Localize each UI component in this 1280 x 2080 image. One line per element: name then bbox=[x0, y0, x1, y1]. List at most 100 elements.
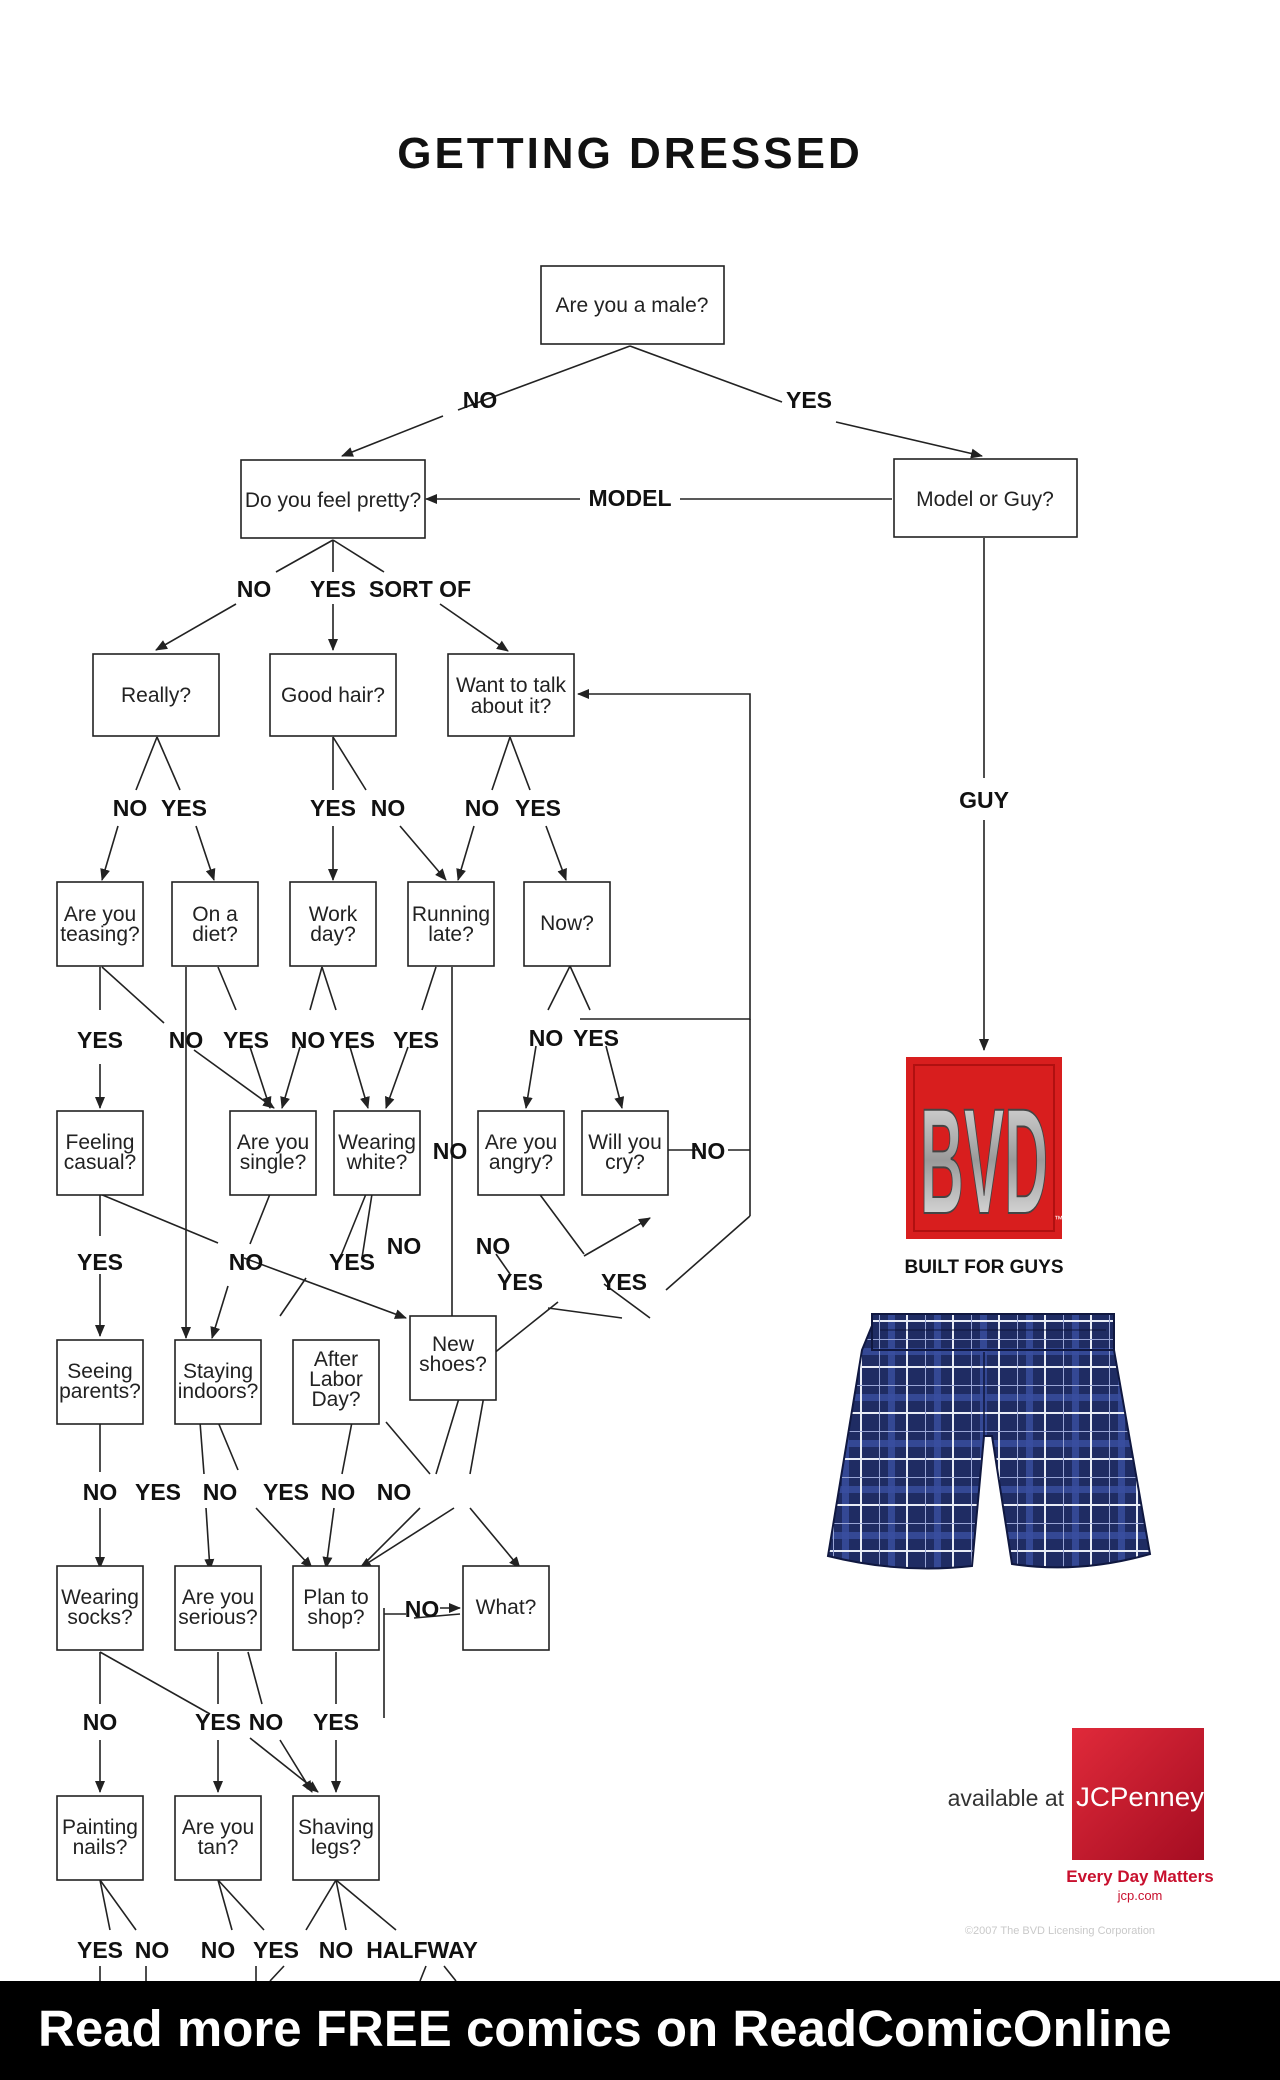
svg-text:Are you: Are you bbox=[182, 1816, 254, 1839]
node-model-or-guy: Model or Guy? bbox=[893, 458, 1078, 538]
jcp-site: jcp.com bbox=[1117, 1888, 1163, 1903]
node-want-to-talk: Want to talk about it? bbox=[447, 653, 575, 737]
svg-text:diet?: diet? bbox=[192, 923, 238, 946]
label-yes: YES bbox=[253, 1937, 299, 1963]
svg-text:Labor: Labor bbox=[309, 1368, 363, 1391]
label-sort-of: SORT OF bbox=[369, 576, 471, 602]
label-no: NO bbox=[249, 1709, 284, 1735]
node-painting-nails: Painting nails? bbox=[56, 1795, 144, 1881]
node-seeing-parents: Seeing parents? bbox=[56, 1339, 144, 1425]
svg-text:Do you feel pretty?: Do you feel pretty? bbox=[245, 489, 421, 512]
label-yes: YES bbox=[310, 795, 356, 821]
label-yes: YES bbox=[313, 1709, 359, 1735]
svg-text:On a: On a bbox=[192, 903, 238, 926]
label-yes: YES bbox=[573, 1025, 619, 1051]
node-now: Now? bbox=[523, 881, 611, 967]
svg-text:Are you: Are you bbox=[182, 1586, 254, 1609]
svg-text:white?: white? bbox=[346, 1151, 408, 1174]
svg-text:socks?: socks? bbox=[67, 1606, 132, 1629]
label-no: NO bbox=[113, 795, 148, 821]
node-running-late: Running late? bbox=[407, 881, 495, 967]
svg-text:JCPenney: JCPenney bbox=[1076, 1782, 1205, 1812]
label-yes: YES bbox=[786, 387, 832, 413]
svg-text:What?: What? bbox=[476, 1596, 537, 1619]
svg-text:teasing?: teasing? bbox=[60, 923, 139, 946]
boxer-shorts-image bbox=[826, 1313, 1152, 1570]
node-male: Are you a male? bbox=[540, 265, 725, 345]
node-are-you-serious: Are you serious? bbox=[174, 1565, 262, 1651]
svg-text:Are you: Are you bbox=[64, 903, 136, 926]
label-yes: YES bbox=[329, 1027, 375, 1053]
label-no: NO bbox=[83, 1709, 118, 1735]
label-model: MODEL bbox=[588, 485, 671, 511]
label-no: NO bbox=[433, 1138, 468, 1164]
node-single: Are you single? bbox=[229, 1110, 317, 1196]
node-angry: Are you angry? bbox=[477, 1110, 565, 1196]
label-no: NO bbox=[169, 1027, 204, 1053]
label-no: NO bbox=[321, 1479, 356, 1505]
svg-text:Wearing: Wearing bbox=[61, 1586, 139, 1609]
label-no: NO bbox=[83, 1479, 118, 1505]
svg-text:single?: single? bbox=[240, 1151, 307, 1174]
node-pretty: Do you feel pretty? bbox=[240, 459, 426, 539]
svg-text:about it?: about it? bbox=[471, 695, 552, 718]
label-no: NO bbox=[377, 1479, 412, 1505]
node-good-hair: Good hair? bbox=[269, 653, 397, 737]
bvd-logo: BVD ™ bbox=[906, 1057, 1063, 1246]
jcp-slogan: Every Day Matters bbox=[1066, 1867, 1213, 1886]
svg-text:Are you a male?: Are you a male? bbox=[556, 294, 709, 317]
label-no: NO bbox=[237, 576, 272, 602]
svg-text:indoors?: indoors? bbox=[178, 1380, 259, 1403]
svg-text:late?: late? bbox=[428, 923, 474, 946]
svg-text:Model or Guy?: Model or Guy? bbox=[916, 488, 1054, 511]
label-yes: YES bbox=[393, 1027, 439, 1053]
svg-text:™: ™ bbox=[1054, 1214, 1063, 1224]
svg-text:New: New bbox=[432, 1333, 475, 1356]
svg-text:BVD: BVD bbox=[920, 1077, 1048, 1245]
svg-text:Running: Running bbox=[412, 903, 490, 926]
svg-text:Feeling: Feeling bbox=[66, 1131, 135, 1154]
promo-banner-text[interactable]: Read more FREE comics on ReadComicOnline bbox=[38, 2000, 1172, 2057]
node-plan-to-shop: Plan to shop? bbox=[292, 1565, 380, 1651]
promo-banner[interactable]: Read more FREE comics on ReadComicOnline bbox=[0, 1981, 1280, 2080]
label-no: NO bbox=[529, 1025, 564, 1051]
svg-text:Now?: Now? bbox=[540, 912, 594, 935]
node-staying-indoors: Staying indoors? bbox=[174, 1339, 262, 1425]
label-no: NO bbox=[203, 1479, 238, 1505]
label-yes: YES bbox=[77, 1027, 123, 1053]
label-no: NO bbox=[201, 1937, 236, 1963]
svg-text:casual?: casual? bbox=[64, 1151, 136, 1174]
label-yes: YES bbox=[515, 795, 561, 821]
label-yes: YES bbox=[601, 1269, 647, 1295]
tagline: BUILT FOR GUYS bbox=[904, 1257, 1063, 1278]
label-yes: YES bbox=[135, 1479, 181, 1505]
node-what: What? bbox=[462, 1565, 550, 1651]
svg-text:Want to talk: Want to talk bbox=[456, 674, 567, 697]
label-yes: YES bbox=[195, 1709, 241, 1735]
label-halfway: HALFWAY bbox=[366, 1937, 478, 1963]
svg-text:Plan to: Plan to bbox=[303, 1586, 368, 1609]
node-new-shoes: New shoes? bbox=[409, 1315, 497, 1401]
svg-text:Shaving: Shaving bbox=[298, 1816, 374, 1839]
label-no: NO bbox=[405, 1596, 440, 1622]
svg-text:Staying: Staying bbox=[183, 1360, 253, 1383]
edge-labels: NO YES MODEL GUY NO YES SORT OF NO YES Y… bbox=[77, 387, 1009, 1963]
svg-text:Are you: Are you bbox=[237, 1131, 309, 1154]
node-wearing-white: Wearing white? bbox=[333, 1110, 421, 1196]
available-at-text: available at bbox=[948, 1785, 1065, 1811]
node-feeling-casual: Feeling casual? bbox=[56, 1110, 144, 1196]
label-yes: YES bbox=[77, 1249, 123, 1275]
svg-text:parents?: parents? bbox=[59, 1380, 141, 1403]
svg-text:shop?: shop? bbox=[307, 1606, 364, 1629]
svg-text:Work: Work bbox=[309, 903, 358, 926]
svg-text:After: After bbox=[314, 1348, 358, 1371]
svg-text:nails?: nails? bbox=[73, 1836, 128, 1859]
node-teasing: Are you teasing? bbox=[56, 881, 144, 967]
label-yes: YES bbox=[223, 1027, 269, 1053]
label-yes: YES bbox=[497, 1269, 543, 1295]
svg-text:legs?: legs? bbox=[311, 1836, 361, 1859]
label-no: NO bbox=[371, 795, 406, 821]
node-really: Really? bbox=[92, 653, 220, 737]
label-no: NO bbox=[135, 1937, 170, 1963]
